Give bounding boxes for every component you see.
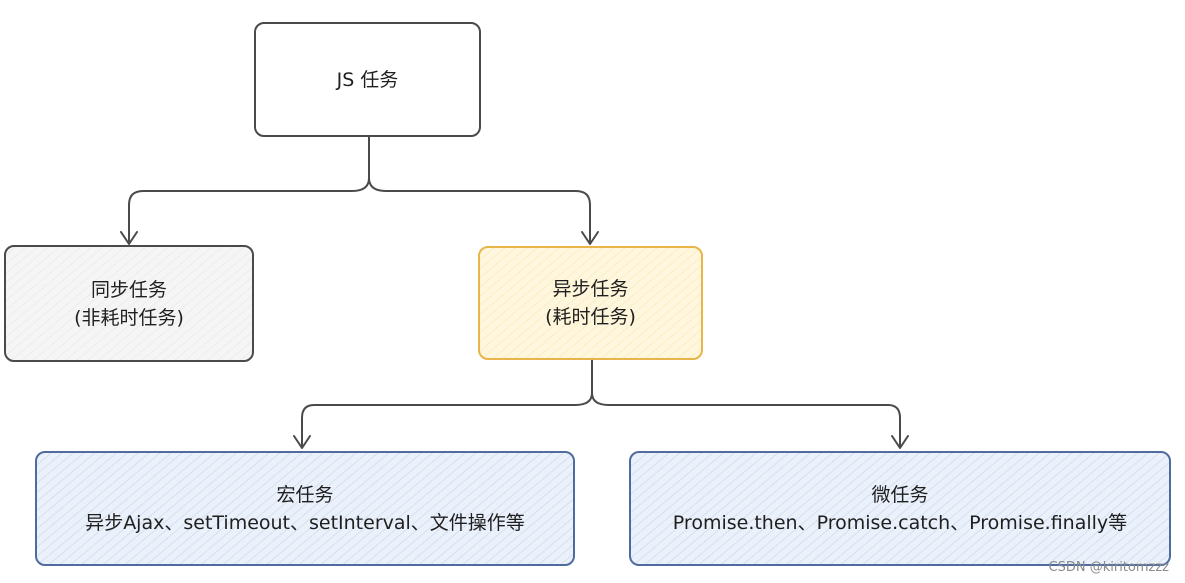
node-async-task: 异步任务 (耗时任务) — [478, 246, 703, 360]
arrowhead-async — [581, 231, 599, 245]
node-js-task-label: JS 任务 — [336, 68, 399, 91]
node-macro-task-title: 宏任务 — [276, 483, 334, 506]
arrowhead-macro — [293, 435, 311, 449]
node-sync-task: 同步任务 (非耗时任务) — [4, 245, 254, 362]
node-async-task-title: 异步任务 — [552, 278, 629, 300]
arrowhead-sync — [120, 231, 138, 245]
node-micro-task-detail: Promise.then、Promise.catch、Promise.final… — [672, 511, 1128, 534]
node-js-task: JS 任务 — [254, 22, 481, 137]
watermark: CSDN @kiritomzzz — [1048, 560, 1169, 575]
node-async-task-subtitle: (耗时任务) — [545, 306, 636, 328]
node-macro-task-detail: 异步Ajax、setTimeout、setInterval、文件操作等 — [85, 511, 525, 534]
edge-async-to-macro — [301, 392, 593, 448]
node-sync-task-title: 同步任务 — [90, 278, 167, 301]
arrowhead-micro — [891, 435, 909, 449]
edge-root-to-sync — [128, 177, 370, 244]
edge-root-to-async — [368, 177, 591, 244]
node-micro-task-title: 微任务 — [871, 483, 929, 506]
node-micro-task: 微任务 Promise.then、Promise.catch、Promise.f… — [629, 451, 1171, 566]
node-macro-task: 宏任务 异步Ajax、setTimeout、setInterval、文件操作等 — [35, 451, 575, 566]
edge-async-to-micro — [591, 392, 901, 448]
node-sync-task-subtitle: (非耗时任务) — [74, 306, 184, 329]
